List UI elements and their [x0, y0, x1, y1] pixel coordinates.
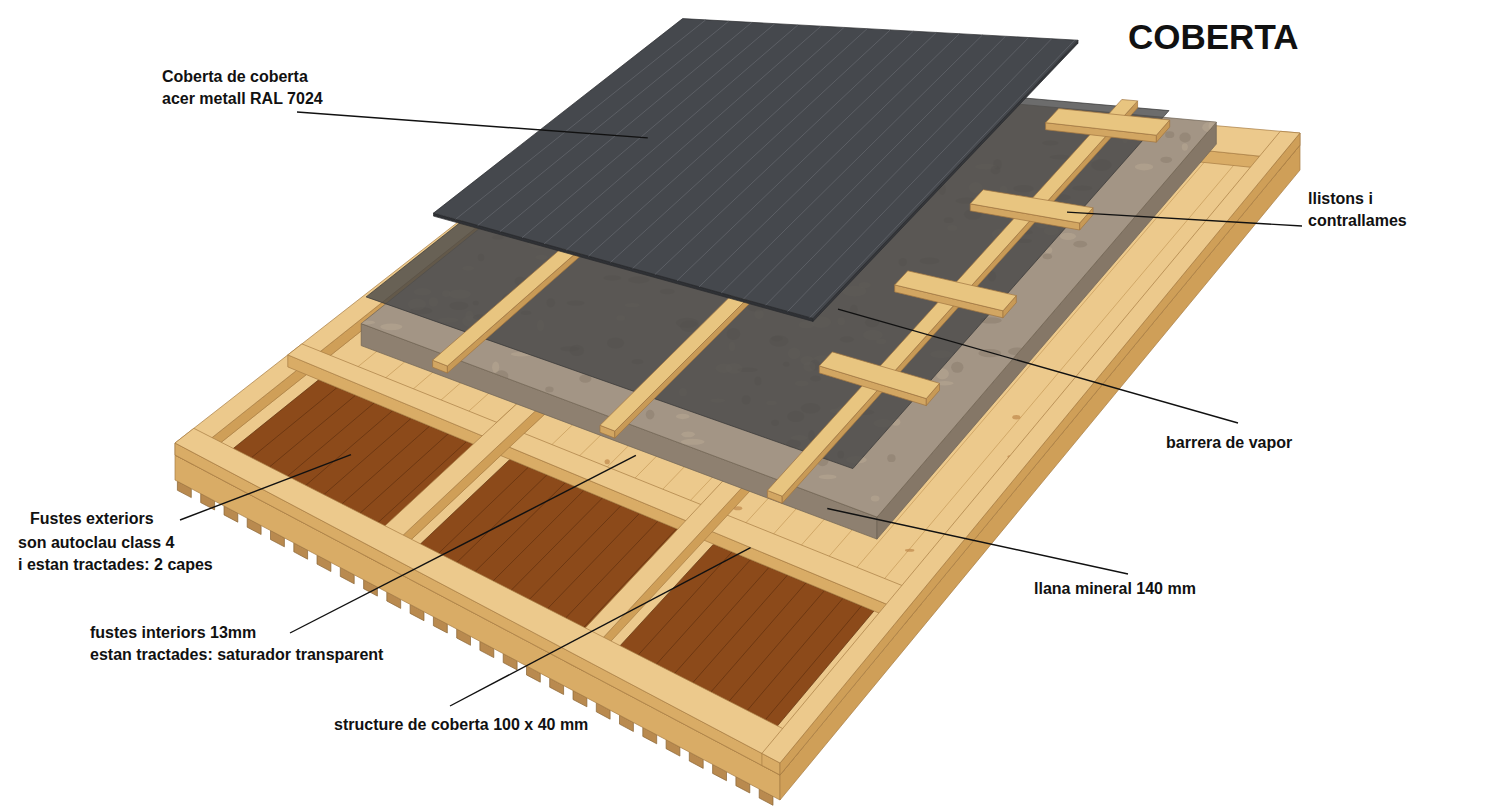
- wool-fleck: [1179, 132, 1190, 142]
- board-joint: [467, 483, 566, 580]
- standing-seam: [633, 30, 890, 268]
- callout-label: Fustes exteriors: [30, 508, 154, 530]
- wool-fleck: [380, 323, 402, 330]
- wool-fleck: [495, 370, 509, 381]
- standing-seam: [500, 22, 752, 231]
- standing-seam: [611, 29, 868, 263]
- leader-line: [180, 455, 351, 520]
- leader-line: [290, 455, 636, 633]
- standing-seam: [721, 35, 982, 293]
- wool-fleck: [1160, 157, 1172, 163]
- wool-fleck: [887, 454, 895, 462]
- leader-line: [1067, 212, 1302, 226]
- wool-fleck: [1182, 143, 1188, 150]
- board-joint: [315, 418, 411, 502]
- wool-fleck: [1043, 254, 1053, 259]
- standing-seam: [456, 20, 706, 219]
- leader-lines: [180, 112, 1302, 706]
- counter-batten: [1046, 109, 1170, 136]
- callout-label: son autoclau class 4 i estan tractades: …: [18, 532, 213, 576]
- wool-fleck: [1135, 163, 1153, 170]
- board-joint: [503, 498, 602, 598]
- board-joint: [279, 403, 374, 484]
- standing-seam: [566, 26, 821, 250]
- standing-seam: [478, 21, 729, 225]
- standing-seam: [699, 34, 959, 287]
- callout-label: fustes interiors 13mm estan tractades: s…: [90, 622, 383, 666]
- wool-fleck: [1165, 131, 1174, 138]
- wool-fleck: [676, 414, 690, 420]
- callout-label: llistons i contrallames: [1308, 188, 1407, 232]
- wool-fleck: [1073, 241, 1087, 248]
- wool-fleck: [545, 387, 553, 393]
- leader-line: [297, 112, 648, 138]
- diagram-title: COBERTA: [1128, 17, 1298, 57]
- callout-label: llana mineral 140 mm: [1034, 578, 1196, 600]
- board-joint: [485, 490, 584, 589]
- frame-beam: [175, 443, 780, 775]
- wool-fleck: [1060, 233, 1076, 240]
- wool-fleck: [871, 495, 880, 501]
- wool-fleck: [360, 320, 375, 324]
- callout-label: structure de coberta 100 x 40 mm: [334, 714, 588, 736]
- standing-seam: [544, 25, 798, 244]
- standing-seam: [588, 27, 844, 256]
- callout-label: barrera de vapor: [1166, 432, 1292, 454]
- board-joint: [685, 575, 787, 691]
- wool-fleck: [646, 410, 655, 420]
- board-joint: [722, 590, 825, 709]
- callout-label: Coberta de coberta acer metall RAL 7024: [162, 66, 323, 110]
- standing-seam: [743, 36, 1005, 299]
- leader-line: [838, 309, 1238, 423]
- wool-fleck: [1208, 121, 1217, 132]
- roof-panel: [175, 19, 1300, 806]
- wool-fleck: [681, 439, 705, 445]
- standing-seam: [677, 32, 936, 280]
- leader-line: [827, 508, 1128, 574]
- board-joint: [704, 583, 806, 701]
- standing-seam: [810, 40, 1075, 317]
- wool-fleck: [951, 362, 963, 373]
- wood-knot: [605, 459, 610, 464]
- standing-seam: [766, 38, 1029, 306]
- wool-fleck: [681, 431, 695, 437]
- counter-batten: [970, 190, 1093, 223]
- standing-seam: [655, 31, 913, 274]
- frame-beam: [175, 428, 801, 763]
- counter-batten: [819, 352, 939, 399]
- wool-fleck: [819, 475, 837, 480]
- leader-line: [450, 548, 751, 706]
- board-joint: [297, 411, 393, 493]
- wood-knot: [1012, 415, 1020, 420]
- counter-batten: [895, 271, 1017, 311]
- board-joint: [667, 567, 769, 681]
- wool-fleck: [1008, 348, 1026, 356]
- metal-roof-sheet: [434, 19, 1079, 319]
- standing-seam: [788, 39, 1052, 312]
- board-joint: [522, 506, 621, 608]
- board-joint: [261, 395, 356, 474]
- wood-knot: [905, 549, 914, 552]
